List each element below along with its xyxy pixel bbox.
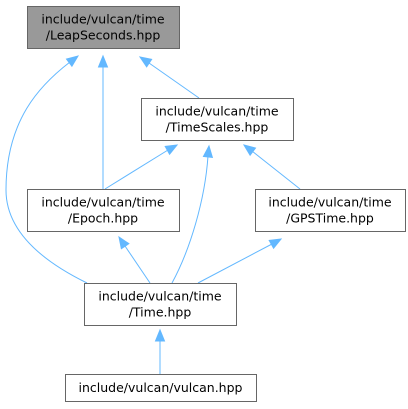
- node-label-line: include/vulcan/time: [41, 12, 165, 27]
- node-box: [65, 374, 257, 402]
- edge-time-to-gpstime: [197, 238, 283, 284]
- node-box: [255, 189, 406, 232]
- edge-epoch-to-timescales: [104, 144, 179, 190]
- arrowhead: [97, 54, 109, 68]
- arrowhead: [164, 144, 179, 156]
- node-label-line: /GPSTime.hpp: [286, 211, 374, 226]
- node-label-line: include/vulcan/time: [268, 195, 392, 210]
- edge-timescales-to-leap: [138, 56, 200, 99]
- edge-time-to-epoch: [118, 235, 151, 284]
- edge-gpstime-to-timescales: [242, 144, 301, 190]
- node-timescales[interactable]: include/vulcan/time/TimeScales.hpp: [141, 98, 294, 141]
- node-box: [141, 98, 294, 141]
- node-gpstime[interactable]: include/vulcan/time/GPSTime.hpp: [255, 189, 406, 232]
- edge-time-to-leap: [5, 55, 88, 284]
- node-epoch[interactable]: include/vulcan/time/Epoch.hpp: [27, 189, 180, 232]
- edge-line: [251, 150, 301, 190]
- edge-time-to-timescales: [171, 144, 214, 284]
- node-label-line: /Epoch.hpp: [68, 211, 138, 226]
- arrowhead: [65, 55, 80, 68]
- arrowhead: [138, 56, 153, 68]
- arrowhead: [268, 238, 283, 250]
- node-vulcan[interactable]: include/vulcan/vulcan.hpp: [65, 374, 257, 402]
- edge-line: [148, 62, 200, 99]
- edge-line: [124, 245, 151, 284]
- node-box: [27, 189, 180, 232]
- edge-line: [5, 61, 88, 284]
- node-leap[interactable]: include/vulcan/time/LeapSeconds.hpp: [27, 6, 180, 49]
- node-label-line: include/vulcan/time: [155, 104, 279, 119]
- node-label-line: include/vulcan/time: [98, 289, 222, 304]
- edge-line: [197, 243, 273, 284]
- node-label-line: /TimeScales.hpp: [166, 120, 269, 135]
- arrowhead: [242, 144, 257, 157]
- edge-vulcan-to-time: [154, 328, 166, 374]
- arrowhead: [202, 144, 214, 158]
- arrowhead: [154, 328, 166, 342]
- node-box: [84, 283, 237, 326]
- node-label-line: /LeapSeconds.hpp: [46, 28, 161, 43]
- node-label-line: /Time.hpp: [129, 305, 192, 320]
- node-box: [27, 6, 180, 49]
- graph-nodes: include/vulcan/time/LeapSeconds.hppinclu…: [27, 6, 406, 402]
- arrowhead: [118, 235, 130, 250]
- node-label-line: include/vulcan/vulcan.hpp: [79, 380, 243, 395]
- edge-line: [104, 149, 169, 190]
- graph-edges: [5, 54, 301, 374]
- edge-line: [171, 155, 209, 284]
- edge-epoch-to-leap: [97, 54, 109, 189]
- node-time[interactable]: include/vulcan/time/Time.hpp: [84, 283, 237, 326]
- node-label-line: include/vulcan/time: [41, 195, 165, 210]
